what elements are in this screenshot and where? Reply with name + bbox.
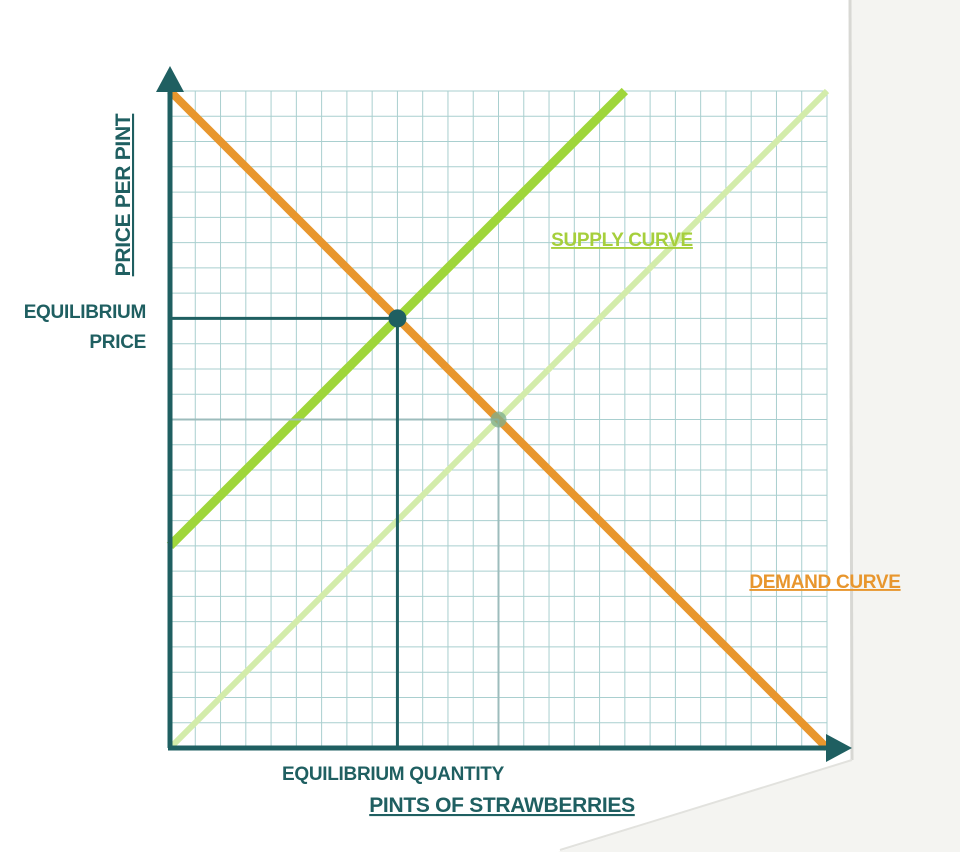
y-axis-label: PRICE PER PINT bbox=[112, 113, 135, 276]
axes bbox=[156, 66, 852, 762]
equilibrium-points bbox=[388, 309, 507, 428]
equilibrium-point bbox=[388, 309, 407, 328]
x-axis-arrow bbox=[826, 734, 852, 762]
paper-edge bbox=[848, 0, 854, 761]
equilibrium-price-label-line1: EQUILIBRIUM bbox=[24, 302, 146, 323]
equilibrium-quantity-label: EQUILIBRIUM QUANTITY bbox=[282, 764, 505, 785]
equilibrium-guides bbox=[170, 316, 500, 748]
demand-curve-label: DEMAND CURVE bbox=[749, 572, 900, 593]
supply-curve-label: SUPPLY CURVE bbox=[551, 230, 693, 251]
x-axis-label: PINTS OF STRAWBERRIES bbox=[369, 794, 635, 817]
shifted-equilibrium-point bbox=[490, 411, 507, 428]
equilibrium-price-label-line2: PRICE bbox=[89, 332, 146, 353]
paper-fold-edge bbox=[559, 759, 853, 851]
y-axis-arrow bbox=[156, 66, 184, 92]
paper-sheet bbox=[0, 0, 852, 852]
